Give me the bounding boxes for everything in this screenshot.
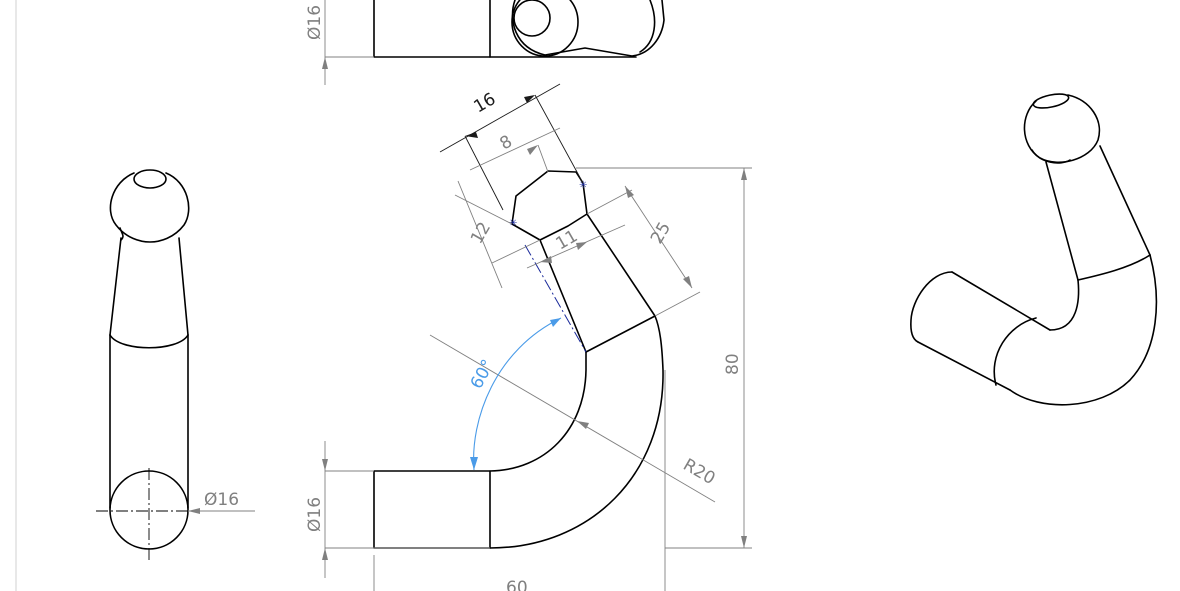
- head-width-16-label: 16: [471, 89, 500, 117]
- neck-length-25-label: 25: [647, 219, 675, 248]
- head-half-8-label: 8: [497, 132, 516, 155]
- height-80-label: 80: [723, 353, 743, 375]
- isometric-view: [910, 93, 1158, 406]
- top-view-diameter-label: Ø16: [305, 5, 325, 40]
- point-marker-1: ✳: [509, 218, 517, 229]
- length-60-label: 60: [506, 578, 528, 591]
- point-marker-2: ✳: [579, 180, 587, 191]
- top-view: Ø16: [305, 0, 665, 85]
- front-view-dimensions: Ø16 60 80 R20 60° 16 8: [305, 83, 752, 591]
- side-view-diameter-label: Ø16: [204, 490, 239, 510]
- front-bar-diameter-label: Ø16: [305, 497, 325, 532]
- radius-label: R20: [680, 455, 719, 489]
- side-view: Ø16: [96, 169, 255, 562]
- head-offset-12-label: 12: [467, 219, 495, 248]
- neck-11-label: 11: [553, 226, 582, 254]
- angle-60-label: 60°: [467, 356, 499, 392]
